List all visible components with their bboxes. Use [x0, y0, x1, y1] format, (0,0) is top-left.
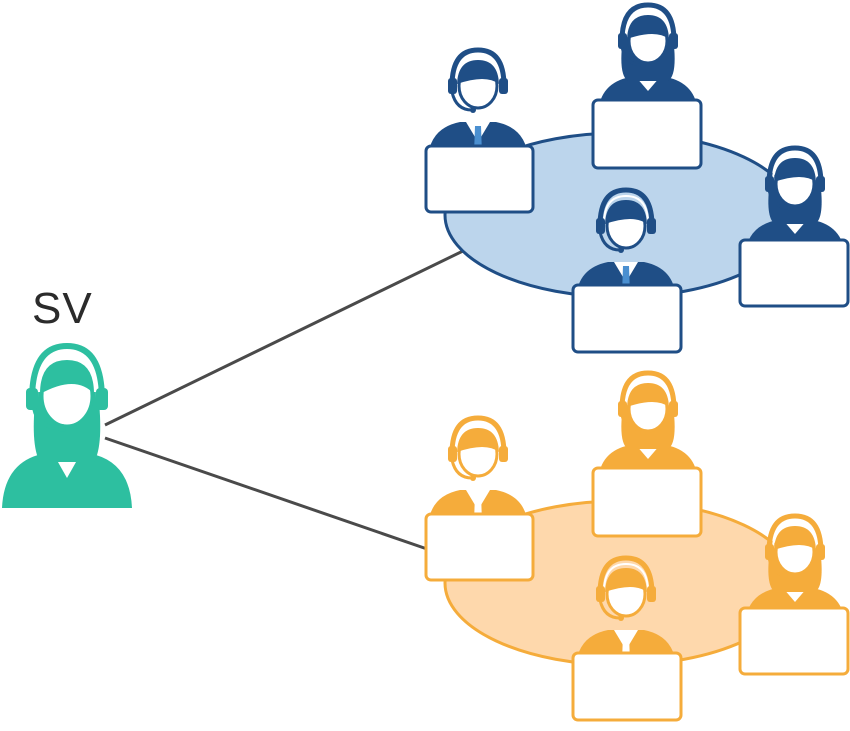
headset-mic [598, 231, 621, 252]
headset-earcup [669, 401, 678, 417]
hair-top-shape [605, 200, 647, 224]
supervisor-mic-tip [58, 424, 66, 432]
headset-earcup [816, 176, 825, 192]
headset-mic [450, 459, 473, 480]
supervisor-mic [32, 407, 61, 430]
headset-earcup [647, 586, 656, 602]
connector-line-orange [104, 436, 431, 552]
connector-lines [104, 248, 466, 552]
headset-earcup [448, 78, 457, 94]
team-blue-operator-back-right-icon [598, 2, 698, 113]
team-orange-group [424, 370, 850, 722]
hair-top-shape [457, 428, 499, 452]
headset-band [766, 513, 824, 553]
headset-mic [598, 599, 621, 620]
headset-mic [450, 91, 473, 112]
headset-mic-tip [640, 430, 646, 436]
headset-earcup [596, 218, 605, 234]
headset-band-highlight [772, 520, 818, 551]
headset-earcup [669, 33, 678, 49]
headset-earcup [647, 218, 656, 234]
team-orange-laptop-front [571, 651, 683, 722]
supervisor-earcup [26, 388, 38, 410]
connector-line-blue [104, 248, 466, 427]
headset-mic-tip [618, 615, 624, 621]
supervisor-headset-highlight [36, 350, 98, 399]
headset-earcup [448, 446, 457, 462]
headset-band [597, 187, 655, 227]
supervisor-hair-top [40, 360, 94, 394]
headset-earcup [816, 544, 825, 560]
team-blue-laptop-back-right [591, 98, 703, 170]
supervisor-operator-icon [2, 342, 132, 508]
headset-mic [767, 557, 790, 578]
headset-mic-tip [470, 107, 476, 113]
team-orange-operator-back-right-icon [598, 370, 698, 481]
headset-mic-tip [787, 573, 793, 579]
headset-mic [620, 46, 643, 67]
headset-mic-tip [787, 205, 793, 211]
headset-band-highlight [772, 152, 818, 183]
team-orange-operator-back-left-icon [428, 415, 528, 526]
team-blue-laptop-back-left [424, 144, 535, 214]
headset-band-highlight [455, 54, 501, 85]
headset-mic [620, 414, 643, 435]
headset-mic-tip [640, 62, 646, 68]
team-orange-operator-right-icon [745, 513, 845, 624]
headset-band-highlight [455, 422, 501, 453]
team-orange-laptop-back-left [424, 512, 535, 582]
headset-band-highlight [625, 377, 671, 408]
headset-band [619, 2, 677, 42]
headset-band-highlight [603, 194, 649, 225]
hair-top-shape [774, 526, 816, 550]
team-blue-operator-back-left-icon [428, 47, 528, 158]
headset-earcup [596, 586, 605, 602]
headset-earcup [618, 33, 627, 49]
headset-mic-tip [618, 247, 624, 253]
headset-band-highlight [625, 9, 671, 40]
headset-band [619, 370, 677, 410]
supervisor-earcup [96, 388, 108, 410]
team-blue-group [424, 2, 850, 354]
hair-top-shape [627, 15, 669, 39]
headset-earcup [765, 544, 774, 560]
hair-top-shape [457, 60, 499, 84]
headset-band [449, 415, 507, 455]
headset-mic [767, 189, 790, 210]
headset-band [597, 555, 655, 595]
headset-earcup [499, 446, 508, 462]
team-blue-laptop-right [738, 238, 850, 308]
headset-band-highlight [603, 562, 649, 593]
team-orange-laptop-right [738, 606, 850, 676]
headset-earcup [618, 401, 627, 417]
headset-band [766, 145, 824, 185]
headset-earcup [499, 78, 508, 94]
hair-top-shape [774, 158, 816, 182]
headset-mic-tip [470, 475, 476, 481]
supervisor-label: SV [32, 284, 93, 333]
supervisor-headset-band [29, 342, 105, 401]
supervisor-torso [2, 455, 132, 508]
team-orange-operator-front-icon [576, 555, 676, 666]
headset-earcup [765, 176, 774, 192]
hair-top-shape [605, 568, 647, 592]
hair-top-shape [627, 383, 669, 407]
headset-band [449, 47, 507, 87]
team-blue-laptop-front [571, 283, 683, 354]
team-orange-laptop-back-right [591, 466, 703, 538]
